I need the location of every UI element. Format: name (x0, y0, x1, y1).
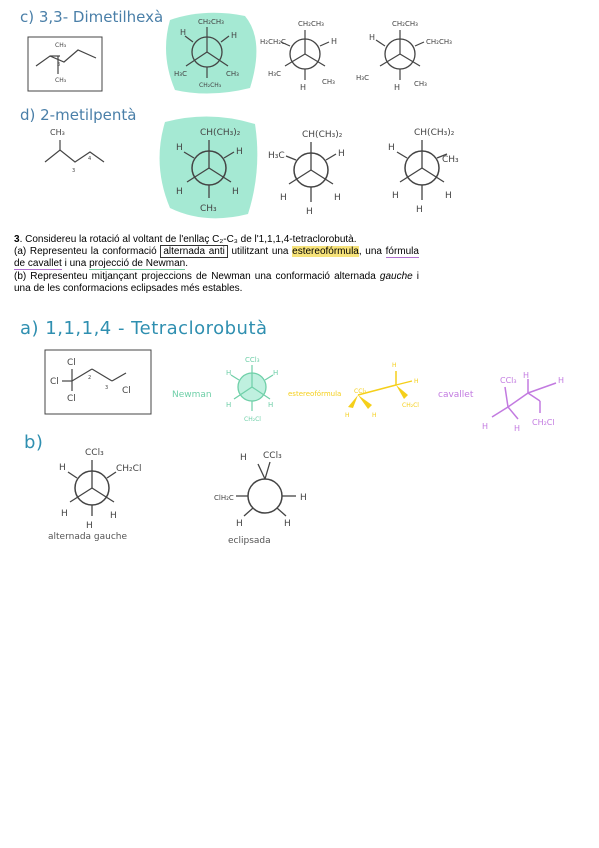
answer-b-drawings: CCl₃ H CH₂Cl H H H H CCl₃ ClH₂C H H H (59, 448, 307, 531)
svg-text:H: H (372, 412, 377, 419)
svg-text:CCl₃: CCl₃ (354, 388, 367, 395)
svg-text:CH₂CH₃: CH₂CH₃ (298, 20, 324, 28)
svg-text:CH₃: CH₃ (414, 80, 427, 88)
svg-text:CH₂CH₃: CH₂CH₃ (392, 20, 418, 28)
svg-text:H: H (300, 493, 307, 503)
svg-text:H: H (482, 422, 488, 431)
svg-text:CCl₃: CCl₃ (500, 376, 517, 385)
svg-text:CH₃: CH₃ (55, 77, 67, 84)
svg-text:H: H (61, 509, 68, 519)
svg-text:H₃C: H₃C (174, 70, 187, 78)
svg-text:CH₂CH₃: CH₂CH₃ (199, 82, 222, 89)
gauche-label: alternada gauche (48, 532, 128, 542)
newman-label: Newman (172, 390, 212, 400)
svg-text:H: H (59, 463, 66, 473)
svg-text:H: H (180, 28, 186, 37)
svg-text:H: H (523, 371, 529, 380)
problem-part-a: (a) Representeu la conformació alternada… (14, 245, 419, 271)
svg-text:CH(CH₃)₂: CH(CH₃)₂ (200, 128, 241, 138)
svg-text:CH₂Cl: CH₂Cl (244, 416, 261, 423)
problem-statement: 3. Considereu la rotació al voltant de l… (14, 234, 419, 295)
svg-text:CH₃: CH₃ (50, 128, 65, 137)
problem-part-b: (b) Representeu mitjançant projeccions d… (14, 270, 420, 294)
svg-text:CCl₃: CCl₃ (85, 448, 104, 458)
section-d-title: d) 2-metilpentà (20, 106, 137, 124)
svg-text:H: H (445, 191, 452, 201)
svg-text:H: H (280, 193, 287, 203)
svg-text:H: H (334, 193, 341, 203)
svg-text:H: H (369, 33, 375, 42)
svg-text:H: H (392, 362, 397, 369)
answer-a-title: a) 1,1,1,4 - Tetraclorobutà (20, 318, 268, 339)
problem-line-1: 3. Considereu la rotació al voltant de l… (14, 234, 357, 245)
svg-text:Cl: Cl (67, 358, 76, 368)
svg-text:4: 4 (88, 156, 91, 162)
answer-b-title: b) (24, 432, 44, 453)
svg-text:H₃C: H₃C (356, 74, 369, 82)
svg-text:3: 3 (57, 62, 60, 68)
svg-text:ClH₂C: ClH₂C (214, 494, 234, 502)
svg-text:3: 3 (105, 385, 108, 391)
svg-text:H: H (284, 519, 291, 529)
svg-text:H: H (558, 376, 564, 385)
svg-text:H: H (331, 37, 337, 46)
stereo-label: estereofórmula (288, 390, 342, 398)
svg-text:Cl: Cl (122, 386, 131, 396)
svg-text:CH₂Cl: CH₂Cl (532, 418, 555, 427)
svg-text:H: H (392, 191, 399, 201)
svg-text:H: H (514, 424, 520, 433)
svg-text:H: H (236, 519, 243, 529)
svg-text:H: H (338, 149, 345, 159)
svg-text:H: H (416, 205, 423, 215)
svg-text:Cl: Cl (67, 394, 76, 404)
svg-text:H: H (394, 83, 400, 92)
svg-text:CCl₃: CCl₃ (245, 356, 260, 364)
svg-text:H: H (226, 401, 231, 409)
section-d-drawings: CH₃ 3 4 CH(CH₃)₂ H H H H CH₃ CH(CH₃)₂ H₃… (44, 116, 459, 219)
section-c-drawings: CH₃ CH₃ 3 CH₂CH₃ H H H₃C CH₃ CH₂CH₃ CH₂C… (27, 12, 452, 94)
section-c-title: c) 3,3- Dimetilhexà (20, 8, 164, 26)
svg-text:H: H (268, 401, 273, 409)
svg-text:CH₂Cl: CH₂Cl (116, 464, 141, 474)
svg-text:H: H (176, 143, 183, 153)
svg-text:H: H (86, 521, 93, 531)
svg-text:CCl₃: CCl₃ (263, 451, 282, 461)
svg-text:H: H (240, 453, 247, 463)
svg-text:CH₃: CH₃ (226, 70, 239, 78)
svg-text:H: H (236, 147, 243, 157)
svg-text:CH₃: CH₃ (55, 42, 67, 49)
answer-a-drawings: Cl Cl Cl Cl 2 3 CCl₃ H H H H CH₂Cl CCl₃ … (44, 349, 564, 433)
svg-text:CH₂Cl: CH₂Cl (402, 402, 419, 409)
svg-text:CH(CH₃)₂: CH(CH₃)₂ (414, 128, 455, 138)
svg-text:CH₃: CH₃ (322, 78, 335, 86)
svg-text:H: H (110, 511, 117, 521)
svg-text:H: H (388, 143, 395, 153)
svg-text:H₃C: H₃C (268, 70, 281, 78)
eclipsed-label: eclipsada (228, 536, 271, 546)
svg-text:H: H (226, 369, 231, 377)
svg-text:H: H (176, 187, 183, 197)
svg-text:H: H (306, 207, 313, 217)
svg-text:H: H (300, 83, 306, 92)
svg-text:Cl: Cl (50, 377, 59, 387)
svg-text:2: 2 (88, 375, 91, 381)
svg-text:H: H (232, 187, 239, 197)
cavallet-label: cavallet (438, 390, 474, 400)
svg-text:CH₃: CH₃ (200, 204, 217, 214)
svg-text:H: H (273, 369, 278, 377)
svg-text:CH₃: CH₃ (442, 155, 459, 165)
svg-text:CH₂CH₃: CH₂CH₃ (198, 18, 224, 26)
svg-text:H: H (231, 31, 237, 40)
svg-text:CH₂CH₃: CH₂CH₃ (426, 38, 452, 46)
svg-text:H₃C: H₃C (268, 151, 285, 161)
svg-text:H: H (345, 412, 350, 419)
svg-text:3: 3 (72, 168, 75, 174)
svg-text:H: H (414, 378, 419, 385)
svg-text:H₂CH₂C: H₂CH₂C (260, 38, 286, 46)
svg-text:CH(CH₃)₂: CH(CH₃)₂ (302, 130, 343, 140)
